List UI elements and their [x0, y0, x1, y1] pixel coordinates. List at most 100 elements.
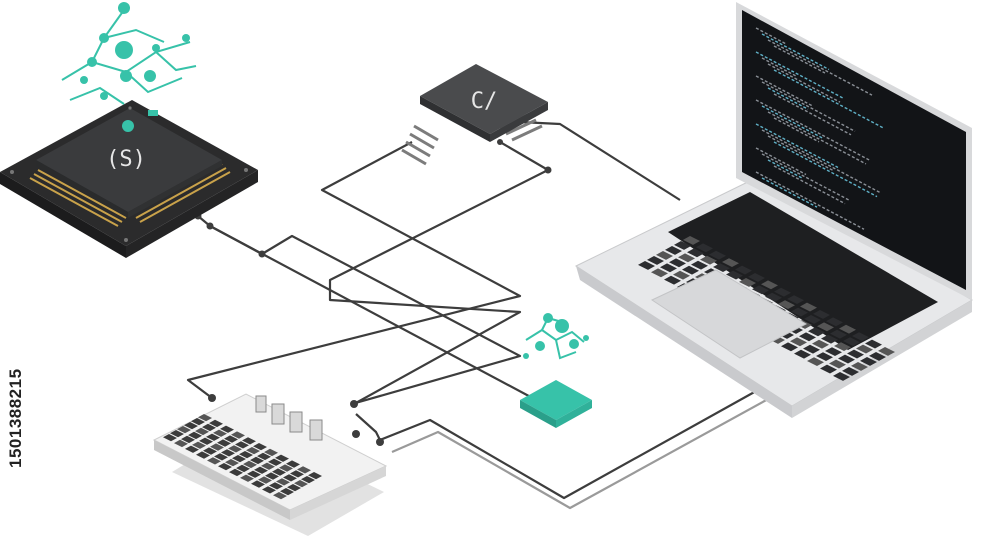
wire-keyboard-laptop-2	[391, 397, 771, 510]
key	[207, 457, 221, 465]
key	[722, 258, 739, 268]
key	[778, 300, 795, 310]
key	[177, 426, 191, 434]
key	[669, 258, 686, 268]
code-line	[767, 159, 803, 179]
key	[726, 270, 743, 280]
key	[192, 441, 206, 449]
code-line	[773, 165, 846, 205]
key	[765, 292, 782, 302]
key	[202, 423, 216, 432]
module-icon	[520, 313, 592, 428]
key	[647, 256, 664, 265]
key	[220, 425, 234, 433]
key	[820, 364, 837, 374]
key	[673, 270, 690, 280]
key	[280, 488, 294, 496]
key	[163, 434, 177, 442]
key	[203, 447, 217, 455]
key	[251, 480, 265, 488]
code-lines	[755, 27, 884, 230]
key	[687, 248, 704, 258]
key	[838, 354, 855, 364]
laptop-icon	[574, 2, 973, 418]
key	[821, 334, 838, 344]
code-line	[761, 153, 850, 201]
key	[826, 317, 843, 327]
code-line	[767, 87, 809, 110]
code-line	[767, 135, 835, 172]
key	[254, 466, 268, 474]
key	[240, 474, 254, 482]
key	[790, 337, 807, 347]
key	[209, 419, 223, 428]
key	[860, 357, 877, 366]
code-line	[761, 129, 882, 194]
key	[188, 431, 202, 440]
key	[210, 443, 224, 451]
keyboard-icon	[152, 393, 388, 536]
key	[843, 337, 860, 347]
key	[246, 447, 260, 455]
key	[817, 322, 834, 332]
key	[735, 265, 752, 275]
chip-small-label: C/	[471, 89, 498, 114]
key	[674, 241, 691, 250]
key	[170, 430, 184, 438]
key	[258, 476, 272, 484]
key	[696, 243, 713, 253]
wire-smallchip-left	[186, 141, 522, 399]
key	[218, 463, 232, 471]
key	[664, 275, 681, 285]
key	[213, 429, 227, 437]
key	[231, 431, 245, 439]
key	[191, 418, 205, 426]
key	[257, 452, 271, 461]
code-line	[773, 117, 820, 143]
key	[242, 437, 256, 445]
laptop-screen	[742, 10, 966, 290]
key	[235, 441, 249, 449]
key	[261, 462, 275, 470]
key	[184, 422, 198, 430]
key	[739, 278, 756, 287]
key	[825, 347, 842, 357]
key	[774, 287, 791, 297]
key	[834, 342, 851, 352]
key	[214, 453, 228, 461]
key	[272, 468, 286, 476]
key	[276, 478, 290, 486]
key	[812, 339, 829, 349]
key	[250, 456, 264, 465]
key	[799, 332, 816, 342]
key	[807, 357, 824, 367]
key	[829, 359, 846, 369]
code-line	[755, 75, 813, 107]
key	[174, 439, 188, 448]
key	[297, 466, 311, 474]
chip-large-label: (S)	[106, 147, 146, 172]
key	[236, 464, 250, 473]
key	[808, 327, 825, 337]
key	[290, 470, 304, 478]
code-line	[755, 51, 845, 100]
key	[839, 324, 856, 334]
key	[195, 427, 209, 436]
key	[206, 433, 220, 441]
code-line	[773, 69, 884, 129]
key	[308, 472, 322, 480]
key	[262, 486, 276, 494]
key	[748, 273, 765, 282]
key	[181, 435, 195, 444]
code-line	[755, 27, 787, 45]
wire-keyboard-laptop	[379, 389, 759, 500]
wire-chip-loop	[209, 225, 522, 406]
key	[842, 367, 859, 376]
wire-smallchip-laptop	[519, 120, 681, 201]
key	[678, 253, 695, 263]
chip-small: C/	[401, 64, 548, 166]
code-line	[761, 33, 830, 71]
key	[752, 285, 769, 295]
key	[225, 459, 239, 467]
